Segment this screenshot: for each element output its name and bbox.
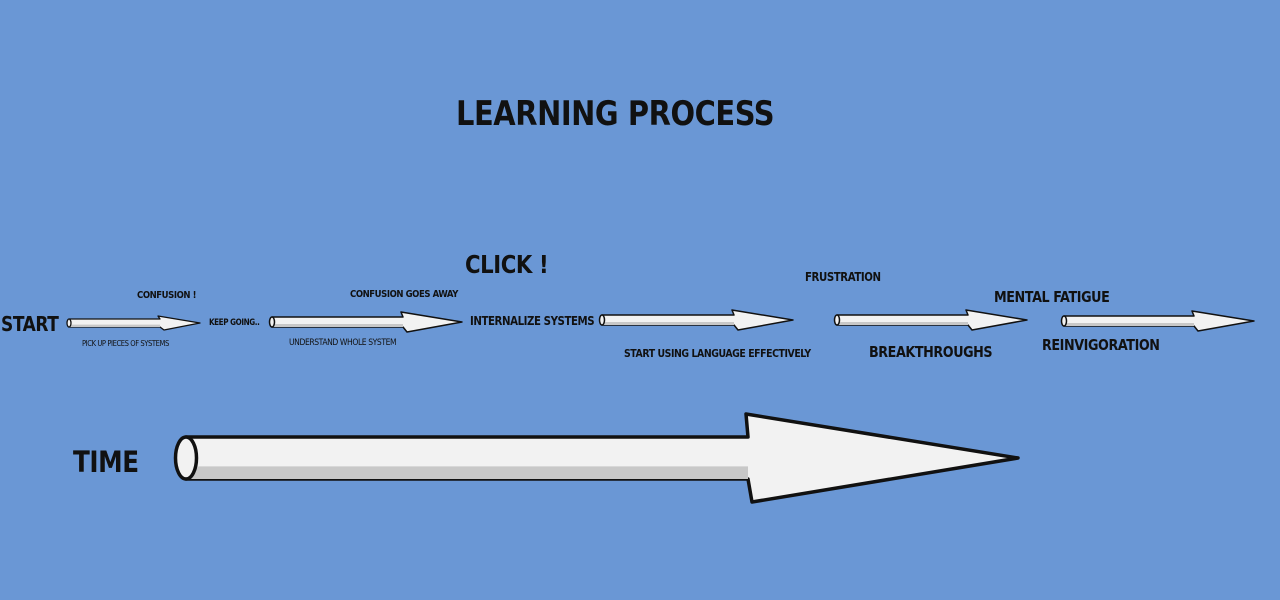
label-pick-up: PICK UP PIECES OF SYSTEMS	[82, 339, 169, 348]
label-breakthroughs: BREAKTHROUGHS	[869, 343, 993, 361]
time-arrow	[173, 412, 1020, 504]
arrow-4-body	[836, 309, 1028, 331]
arrow-4-tail	[833, 314, 841, 326]
arrow-3-tail	[598, 314, 606, 326]
label-reinvigoration: REINVIGORATION	[1042, 336, 1160, 354]
arrow-1-tail	[66, 318, 72, 328]
arrow-3-shade	[602, 322, 734, 325]
label-start: START	[1, 312, 59, 336]
label-keep-going: KEEP GOING..	[209, 318, 260, 328]
arrow-4-shade	[837, 322, 968, 325]
label-start-using: START USING LANGUAGE EFFECTIVELY	[624, 347, 811, 360]
time-arrow-shade	[186, 466, 748, 479]
time-arrow-tail	[173, 435, 199, 481]
label-confusion: CONFUSION !	[137, 290, 197, 301]
arrow-2	[268, 311, 463, 333]
diagram-title: LEARNING PROCESS	[456, 94, 775, 134]
time-arrow-body	[184, 412, 1020, 504]
label-confusion-goes-away: CONFUSION GOES AWAY	[350, 289, 459, 300]
label-mental-fatigue: MENTAL FATIGUE	[994, 288, 1110, 306]
label-time: TIME	[73, 445, 139, 479]
arrow-3	[598, 309, 794, 331]
label-click: CLICK !	[465, 250, 549, 279]
arrow-2-tail	[268, 316, 276, 328]
label-internalize: INTERNALIZE SYSTEMS	[470, 314, 595, 328]
label-understand: UNDERSTAND WHOLE SYSTEM	[289, 338, 397, 348]
arrow-3-body	[601, 309, 794, 331]
label-frustration: FRUSTRATION	[805, 270, 881, 284]
arrow-1-body	[68, 315, 201, 331]
arrow-5	[1060, 310, 1255, 332]
arrow-1-shade	[69, 324, 160, 327]
arrow-1	[66, 315, 201, 331]
arrow-5-tail	[1060, 315, 1068, 327]
arrow-2-shade	[272, 324, 403, 327]
arrow-4	[833, 309, 1028, 331]
arrow-5-shade	[1064, 323, 1194, 326]
arrow-2-body	[271, 311, 463, 333]
arrow-5-body	[1063, 310, 1255, 332]
